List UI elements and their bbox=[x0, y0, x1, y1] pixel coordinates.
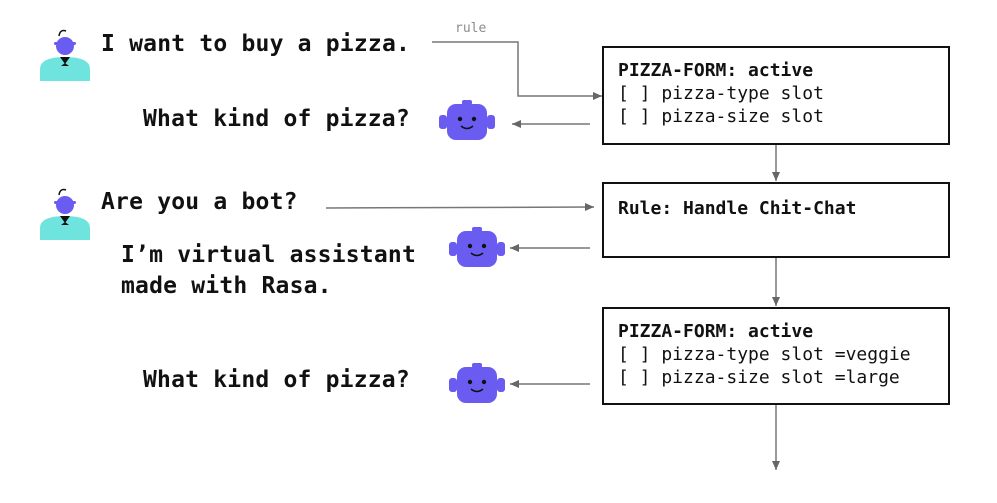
user-avatar-icon bbox=[40, 188, 90, 240]
robot-icon bbox=[449, 227, 505, 267]
pizza-form-state-box-1: PIZZA-FORM: active [ ] pizza-type slot [… bbox=[602, 46, 950, 145]
bot-message-2-line-1: I’m virtual assistant bbox=[121, 242, 416, 268]
user-message-2: Are you a bot? bbox=[101, 189, 298, 215]
pizza-size-slot: [ ] pizza-size slot bbox=[618, 106, 824, 127]
arrow-user2-to-rule bbox=[325, 203, 595, 212]
bot-message-2: I’m virtual assistant made with Rasa. bbox=[121, 240, 416, 302]
pizza-form-state-box-2: PIZZA-FORM: active [ ] pizza-type slot =… bbox=[602, 307, 950, 405]
form-title: PIZZA-FORM: active bbox=[618, 321, 814, 342]
user-avatar-icon bbox=[40, 29, 90, 81]
pizza-type-slot: [ ] pizza-type slot =veggie bbox=[618, 344, 911, 365]
rule-edge-label: rule bbox=[455, 21, 487, 36]
user-message-1: I want to buy a pizza. bbox=[101, 31, 411, 57]
pizza-type-slot: [ ] pizza-type slot bbox=[618, 83, 824, 104]
robot-icon bbox=[439, 100, 495, 140]
bot-message-1: What kind of pizza? bbox=[143, 106, 410, 132]
pizza-size-slot: [ ] pizza-size slot =large bbox=[618, 367, 900, 388]
rule-chit-chat-box: Rule: Handle Chit-Chat bbox=[602, 182, 950, 258]
robot-icon bbox=[449, 363, 505, 403]
bot-message-2-line-2: made with Rasa. bbox=[121, 273, 332, 299]
rule-title: Rule: Handle Chit-Chat bbox=[618, 198, 857, 219]
form-title: PIZZA-FORM: active bbox=[618, 60, 814, 81]
bot-message-3: What kind of pizza? bbox=[143, 367, 410, 393]
arrow-user1-to-form1 bbox=[432, 41, 602, 100]
